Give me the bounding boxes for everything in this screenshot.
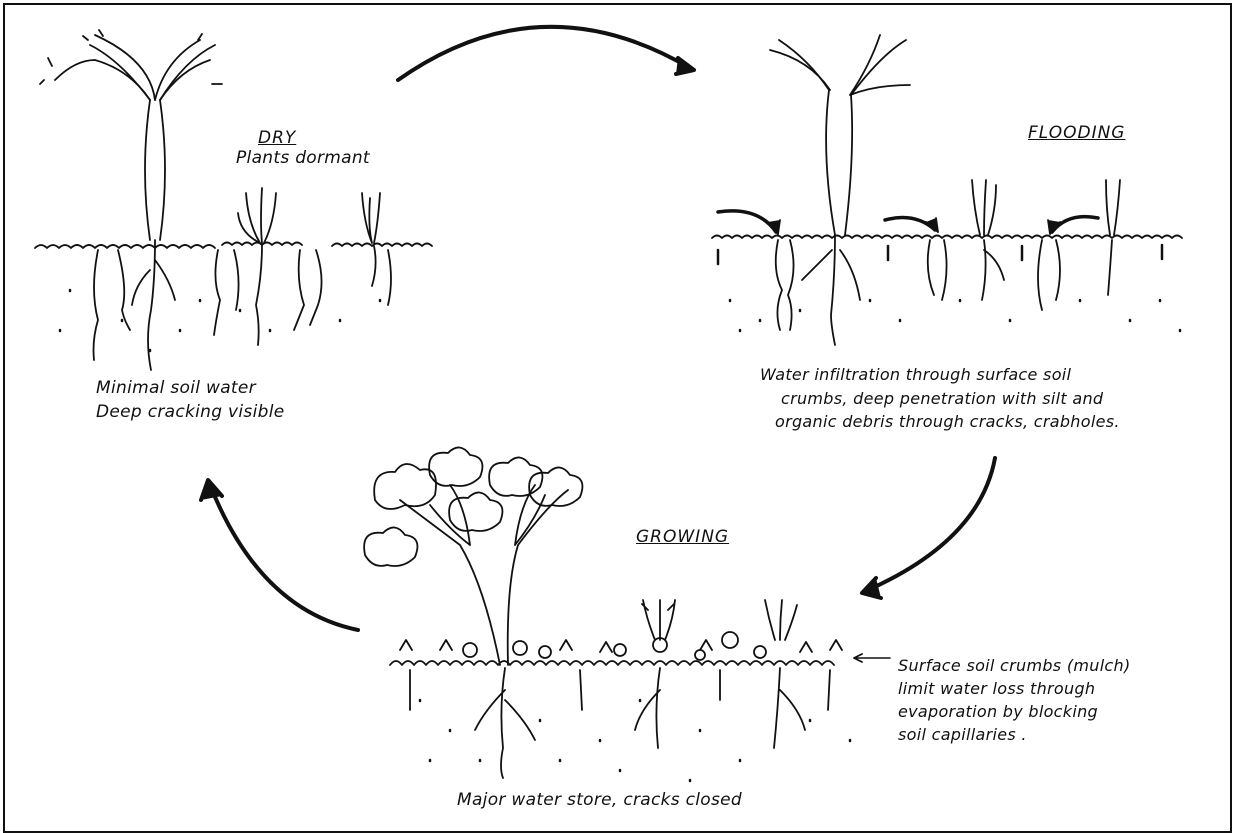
arrow-growing-to-dry (210, 485, 358, 630)
flooding-caption-line-3: organic debris through cracks, crabholes… (775, 412, 1120, 432)
growing-note-line-4: soil capillaries . (898, 725, 1027, 745)
growing-note-line-2: limit water loss through (898, 679, 1095, 699)
flooding-stage-drawing (712, 35, 1182, 345)
dry-title: DRY (258, 128, 296, 149)
flooding-caption-line-1: Water infiltration through surface soil (760, 365, 1071, 385)
dry-subtitle: Plants dormant (236, 148, 370, 169)
flooding-title: FLOODING (1028, 123, 1125, 144)
dry-caption-line-1: Minimal soil water (96, 378, 256, 399)
arrow-flooding-to-growing (868, 458, 995, 590)
dry-stage-drawing (35, 30, 432, 370)
cycle-arrows (201, 27, 995, 630)
growing-caption: Major water store, cracks closed (457, 790, 742, 811)
growing-note-line-1: Surface soil crumbs (mulch) (898, 656, 1131, 676)
dry-caption-line-2: Deep cracking visible (96, 402, 284, 423)
arrow-dry-to-flooding (398, 27, 690, 80)
flooding-caption-line-2: crumbs, deep penetration with silt and (781, 389, 1103, 409)
growing-note-line-3: evaporation by blocking (898, 702, 1098, 722)
growing-stage-drawing (364, 447, 890, 781)
growing-title: GROWING (636, 527, 729, 548)
